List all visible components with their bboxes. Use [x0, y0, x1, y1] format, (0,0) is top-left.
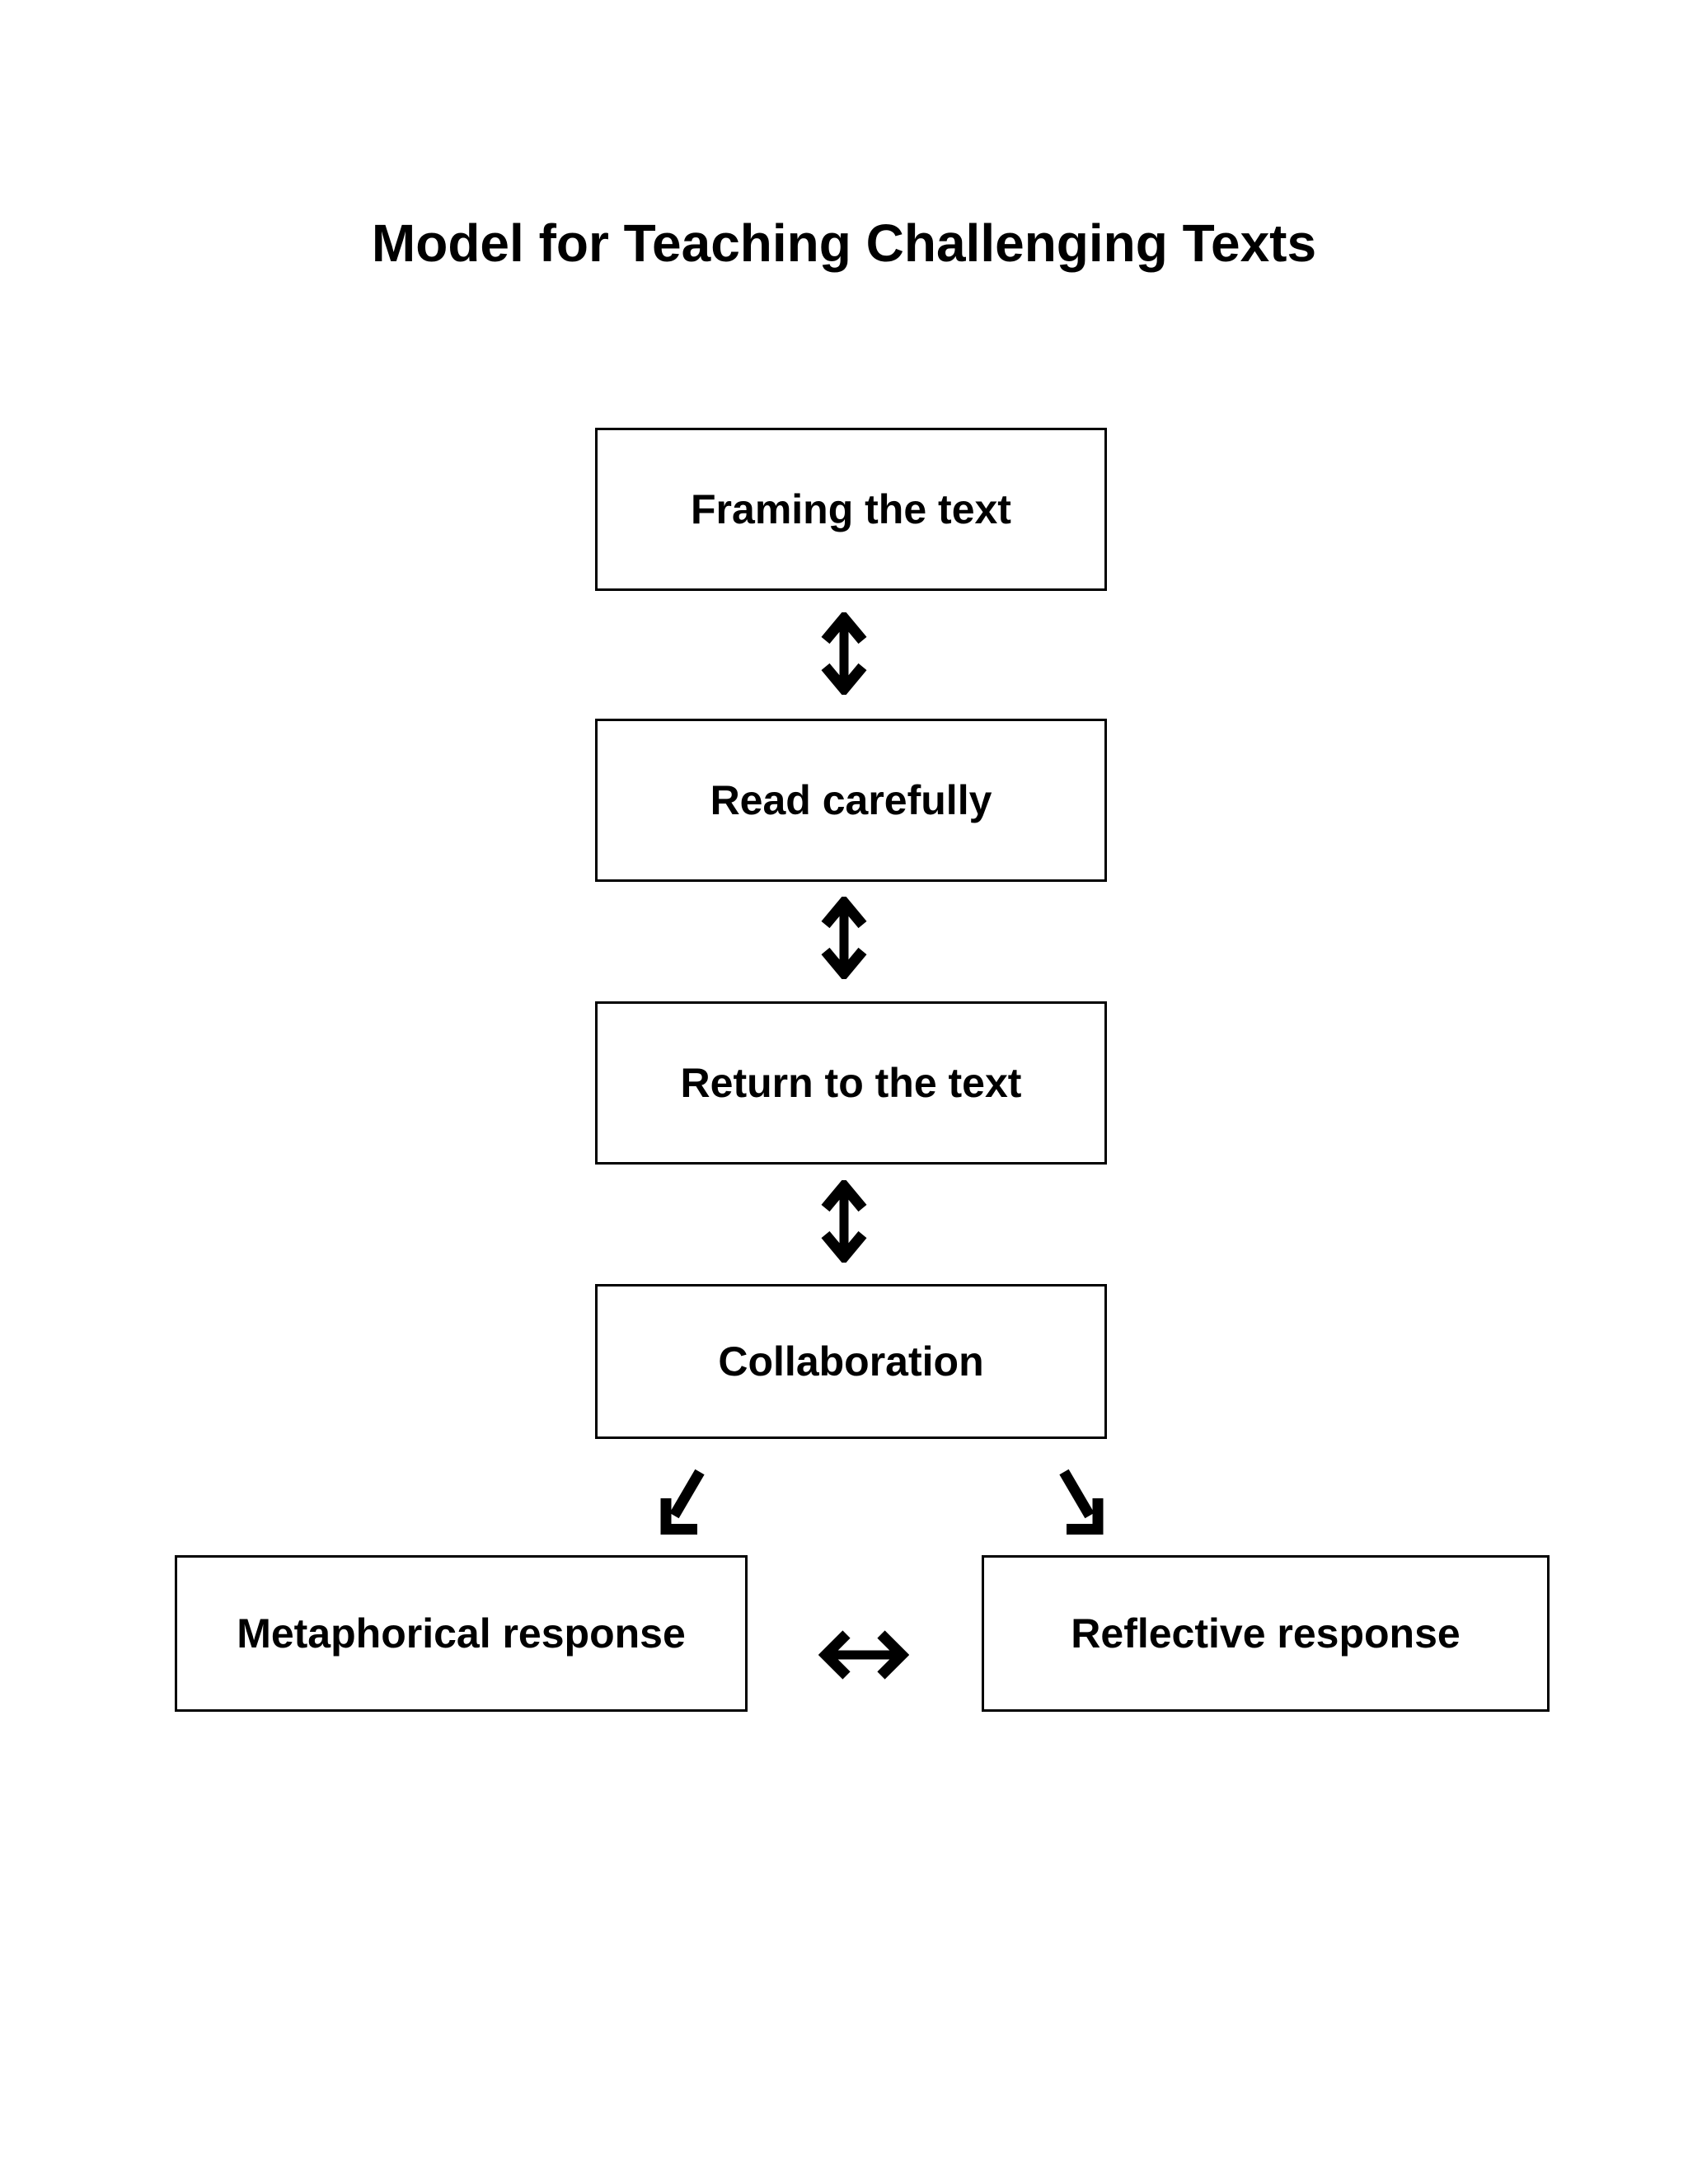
flow-box-return-to-the-text: Return to the text — [595, 1001, 1107, 1165]
flow-box-collaboration: Collaboration — [595, 1284, 1107, 1439]
horizontal-double-arrow-icon — [818, 1628, 909, 1682]
diagram-title: Model for Teaching Challenging Texts — [371, 213, 1317, 273]
diagonal-arrow-down-right-icon — [1056, 1465, 1107, 1535]
outcome-box-reflective-response: Reflective response — [982, 1555, 1550, 1712]
flow-box-label: Collaboration — [718, 1338, 984, 1385]
outcome-box-metaphorical-response: Metaphorical response — [175, 1555, 748, 1712]
vertical-double-arrow-icon — [820, 897, 868, 979]
vertical-double-arrow-icon — [820, 612, 868, 695]
outcome-box-label: Reflective response — [1071, 1610, 1461, 1657]
flow-box-label: Read carefully — [710, 777, 992, 823]
diagonal-arrow-down-left-icon — [657, 1465, 708, 1535]
flow-box-label: Framing the text — [691, 486, 1011, 532]
vertical-double-arrow-icon — [820, 1180, 868, 1263]
flow-box-read-carefully: Read carefully — [595, 719, 1107, 882]
flow-box-framing-the-text: Framing the text — [595, 428, 1107, 591]
outcome-box-label: Metaphorical response — [237, 1610, 686, 1657]
flow-box-label: Return to the text — [680, 1060, 1022, 1106]
